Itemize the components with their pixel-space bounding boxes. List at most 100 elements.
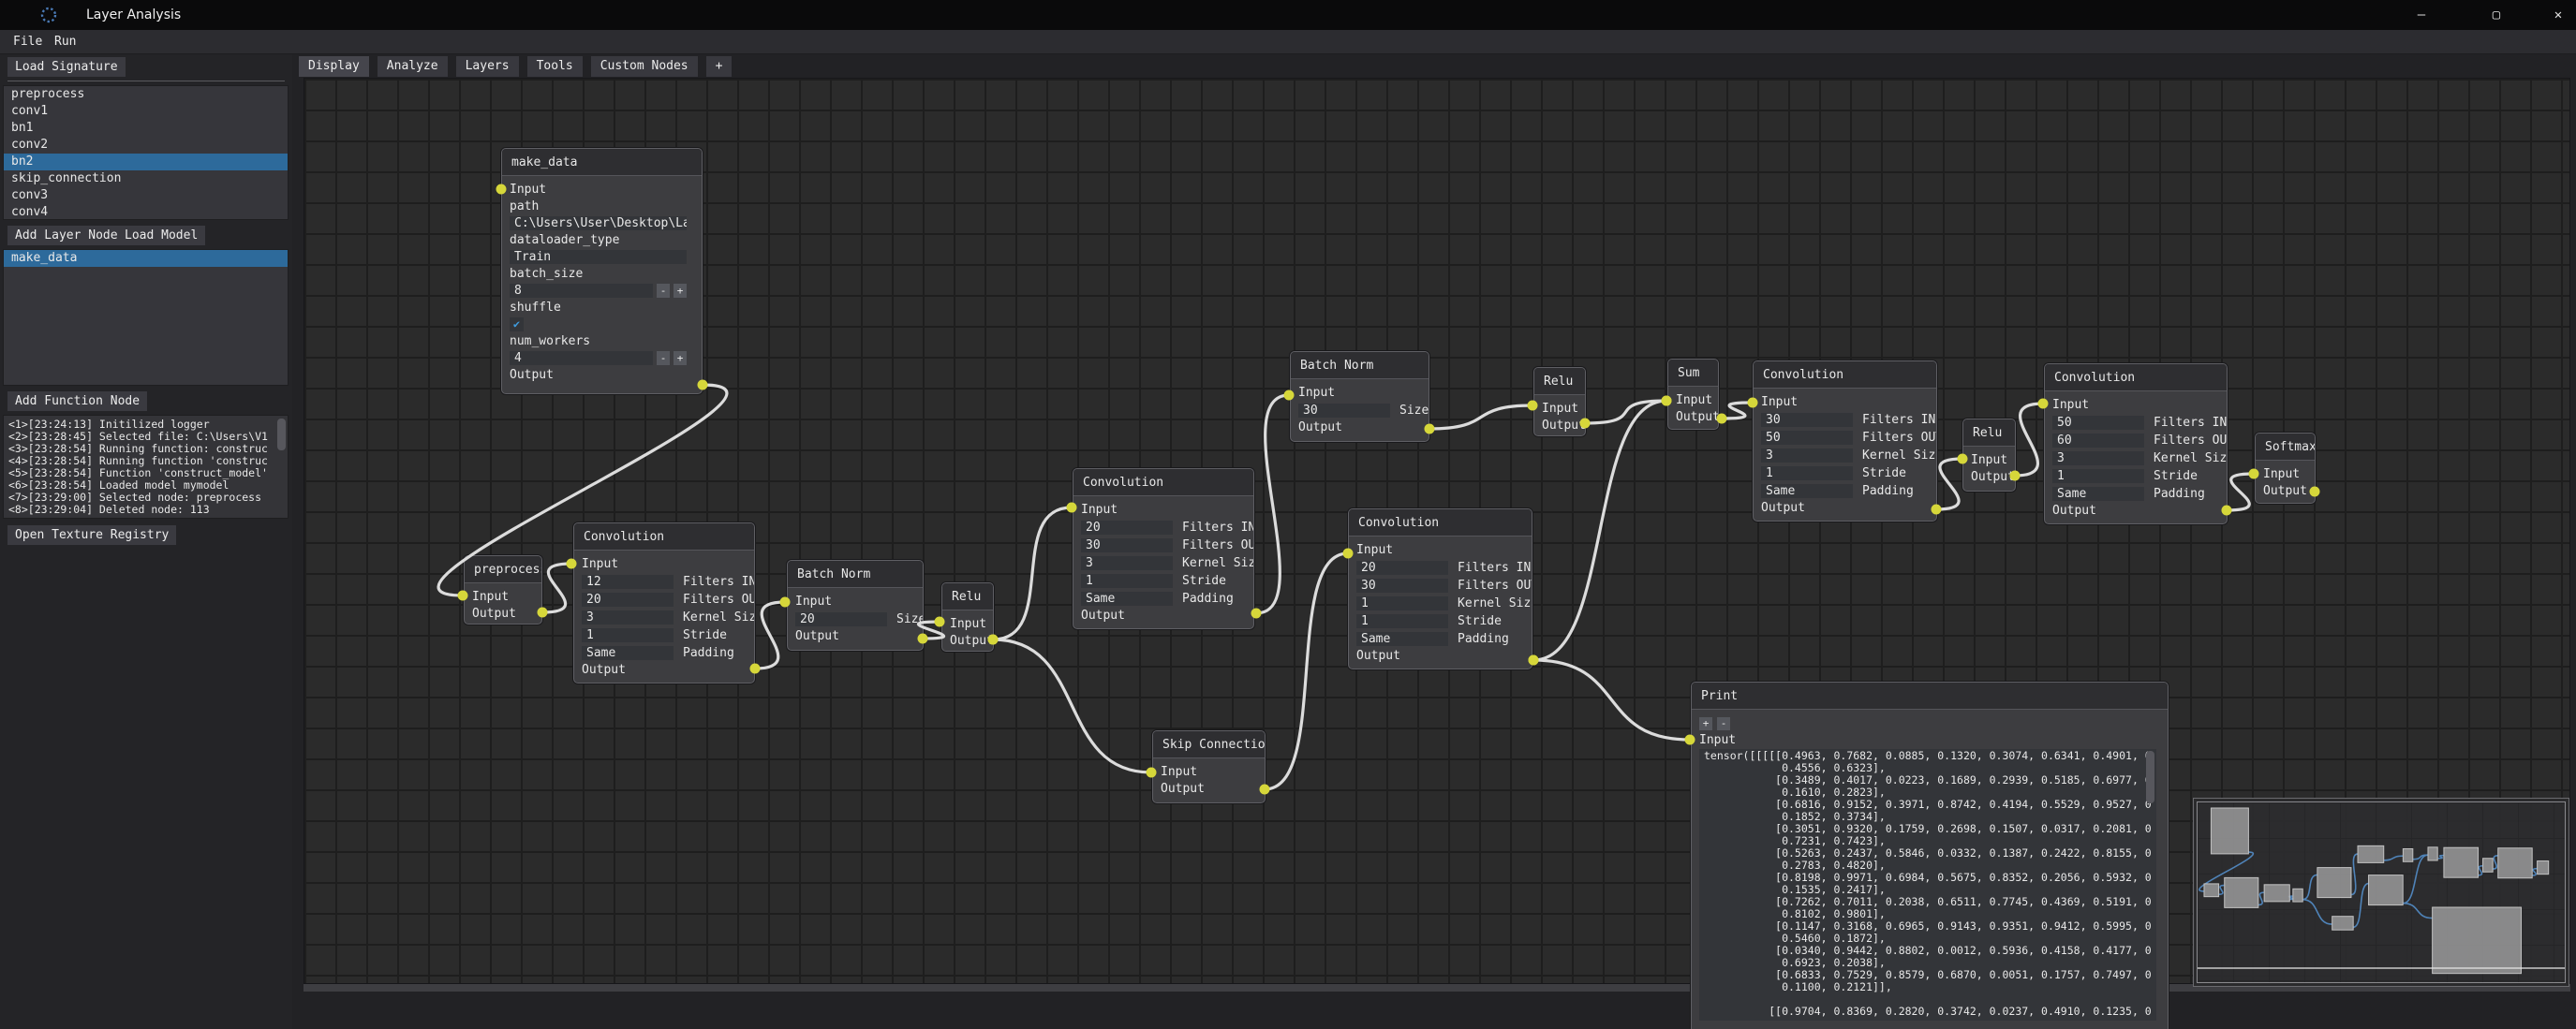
value-input[interactable]: 1	[1761, 466, 1853, 480]
print-scrollbar[interactable]	[2146, 751, 2154, 803]
node-link[interactable]	[1584, 399, 1667, 425]
signature-item-conv1[interactable]: conv1	[11, 104, 49, 118]
node-pin[interactable]	[1424, 423, 1435, 434]
value-input[interactable]: 1	[2052, 469, 2144, 483]
node-pin[interactable]	[1931, 504, 1942, 515]
node-pin[interactable]	[917, 633, 928, 644]
remove-row-button[interactable]: -	[1717, 717, 1730, 730]
menu-run[interactable]: Run	[54, 35, 77, 49]
node-pin[interactable]	[1747, 397, 1758, 408]
value-input[interactable]: Same	[2052, 487, 2144, 501]
tab-layers[interactable]: Layers	[455, 56, 519, 77]
node-pin[interactable]	[537, 607, 548, 618]
node-pin[interactable]	[1528, 654, 1539, 666]
node-pin[interactable]	[2009, 470, 2021, 481]
value-input[interactable]: 30	[1761, 413, 1853, 427]
value-input[interactable]: 12	[582, 575, 674, 589]
value-input[interactable]: 30	[1081, 538, 1173, 552]
text-input[interactable]: C:\Users\User\Desktop\Layer_a	[510, 216, 687, 230]
value-input[interactable]: 3	[1081, 556, 1173, 570]
value-input[interactable]: 1	[1356, 596, 1448, 610]
decrement-button[interactable]: -	[657, 351, 670, 365]
log-scrollbar[interactable]	[277, 419, 286, 450]
node-link[interactable]	[1429, 404, 1533, 431]
signature-item-preprocess[interactable]: preprocess	[11, 87, 85, 101]
node-pin[interactable]	[1251, 608, 1262, 619]
signature-item-conv2[interactable]: conv2	[11, 138, 49, 152]
increment-button[interactable]: +	[674, 351, 687, 365]
decrement-button[interactable]: -	[657, 284, 670, 298]
signature-item-conv4[interactable]: conv4	[11, 205, 49, 219]
number-input[interactable]: 8	[510, 284, 653, 298]
node-pin[interactable]	[779, 596, 791, 608]
add-function-node-button[interactable]: Add Function Node	[7, 391, 148, 411]
node-pin[interactable]	[2309, 486, 2320, 497]
node-pin[interactable]	[1661, 395, 1672, 406]
menu-file[interactable]: File	[13, 35, 43, 49]
node-pin[interactable]	[2221, 505, 2232, 516]
function-item-make_data[interactable]: make_data	[4, 250, 288, 267]
signature-item-conv3[interactable]: conv3	[11, 188, 49, 202]
node-pin[interactable]	[1579, 418, 1591, 429]
minimize-button[interactable]: –	[2417, 7, 2426, 22]
signature-item-bn1[interactable]: bn1	[11, 121, 34, 135]
value-input[interactable]: 3	[1761, 448, 1853, 463]
node-pin[interactable]	[1066, 502, 1077, 513]
add-layer-node-button[interactable]: Add Layer Node	[7, 226, 126, 245]
node-pin[interactable]	[566, 558, 577, 569]
node-pin[interactable]	[749, 663, 761, 674]
value-input[interactable]: 20	[582, 593, 674, 607]
node-pin[interactable]	[1342, 548, 1354, 559]
value-input[interactable]: 1	[1356, 614, 1448, 628]
minimap[interactable]	[2197, 801, 2566, 983]
shuffle-checkbox[interactable]: ✔	[510, 317, 524, 331]
node-link[interactable]	[1935, 457, 1963, 511]
node-pin[interactable]	[496, 184, 507, 195]
node-pin[interactable]	[987, 634, 999, 645]
node-pin[interactable]	[1146, 767, 1157, 778]
node-link[interactable]	[2014, 402, 2044, 478]
node-pin[interactable]	[2037, 398, 2049, 409]
value-input[interactable]: 30	[1356, 579, 1448, 593]
node-pin[interactable]	[1957, 453, 1968, 464]
node-pin[interactable]	[1527, 400, 1538, 411]
value-input[interactable]: 60	[2052, 434, 2144, 448]
value-input[interactable]: Same	[1356, 632, 1448, 646]
signature-item-bn2[interactable]: bn2	[4, 154, 288, 170]
value-input[interactable]: Same	[582, 646, 674, 660]
tab-tools[interactable]: Tools	[526, 56, 583, 77]
close-button[interactable]: ✕	[2554, 7, 2563, 22]
tab-custom-nodes[interactable]: Custom Nodes	[590, 56, 698, 77]
value-input[interactable]: 3	[2052, 451, 2144, 465]
maximize-button[interactable]: ▢	[2492, 7, 2501, 22]
value-input[interactable]: 20	[1356, 561, 1448, 575]
value-input[interactable]: 50	[2052, 416, 2144, 430]
node-pin[interactable]	[2248, 468, 2259, 479]
node-pin[interactable]	[697, 379, 708, 390]
value-input[interactable]: Same	[1761, 484, 1853, 498]
node-link[interactable]	[992, 506, 1073, 641]
value-input[interactable]: 1	[1081, 574, 1173, 588]
signature-item-skip_connection[interactable]: skip_connection	[11, 171, 122, 185]
increment-button[interactable]: +	[674, 284, 687, 298]
value-input[interactable]: 1	[582, 628, 674, 642]
add-row-button[interactable]: +	[1699, 717, 1712, 730]
node-pin[interactable]	[934, 616, 945, 627]
node-pin[interactable]	[457, 590, 468, 601]
value-input[interactable]: 50	[1761, 431, 1853, 445]
node-link[interactable]	[541, 562, 572, 614]
tensor-output-text[interactable]: tensor([[[[[0.4963, 0.7682, 0.0885, 0.13…	[1699, 749, 2156, 1021]
node-pin[interactable]	[1716, 413, 1727, 424]
